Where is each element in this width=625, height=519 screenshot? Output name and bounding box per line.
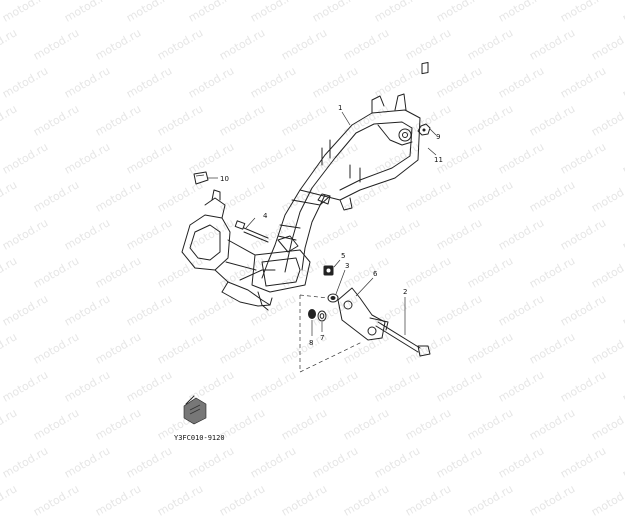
front-direction-icon xyxy=(183,395,207,425)
bushing-part-7 xyxy=(317,310,327,322)
washer-part-8 xyxy=(308,309,316,319)
watermark-text: motod.ru xyxy=(155,482,206,519)
watermark-text: motod.ru xyxy=(341,482,392,519)
engine-bracket-part-6 xyxy=(337,287,389,341)
frame-exploded-diagram: 1 2 3 4 5 6 7 8 9 10 11 Y3FC010-9120 xyxy=(174,62,443,442)
leader-line-9 xyxy=(429,128,437,136)
callout-8: 8 xyxy=(309,339,313,347)
callout-3: 3 xyxy=(345,262,349,270)
collar-part-3 xyxy=(327,293,339,303)
watermark-text: motod.ru xyxy=(279,482,330,519)
leader-line-1 xyxy=(341,111,351,126)
watermark-text: motod.ru xyxy=(403,482,454,519)
watermark-text: motod.ru xyxy=(527,482,578,519)
nut-part-5 xyxy=(323,265,334,276)
callout-5: 5 xyxy=(341,252,345,260)
nut-part-9 xyxy=(417,123,431,136)
watermark-text: motod.ru xyxy=(0,482,20,519)
callout-9: 9 xyxy=(436,133,440,141)
callout-7: 7 xyxy=(320,334,324,342)
callout-10: 10 xyxy=(220,175,229,183)
long-bolt-part-2 xyxy=(375,321,431,357)
main-frame xyxy=(181,93,421,311)
watermark-text: motod.ru xyxy=(465,482,516,519)
leader-line-4 xyxy=(245,217,256,229)
label-plate-part-10 xyxy=(193,171,209,185)
clip-part-11 xyxy=(421,62,429,75)
callout-4: 4 xyxy=(263,212,268,220)
leader-line-11 xyxy=(427,147,437,156)
callout-2: 2 xyxy=(403,288,407,296)
bolt-part-4 xyxy=(234,220,269,243)
diagram-code: Y3FC010-9120 xyxy=(174,434,225,442)
engine-mount-reference-lines xyxy=(299,294,363,373)
callout-1: 1 xyxy=(338,104,342,112)
callout-6: 6 xyxy=(373,270,378,278)
callout-11: 11 xyxy=(434,156,443,164)
leader-line-6 xyxy=(355,277,374,297)
leader-line-5 xyxy=(333,259,341,268)
watermark-text: motod.ru xyxy=(31,482,82,519)
leader-line-3 xyxy=(335,269,346,295)
watermark-text: motod.ru xyxy=(217,482,268,519)
watermark-text: motod.ru xyxy=(589,482,625,519)
watermark-text: motod.ru xyxy=(93,482,144,519)
